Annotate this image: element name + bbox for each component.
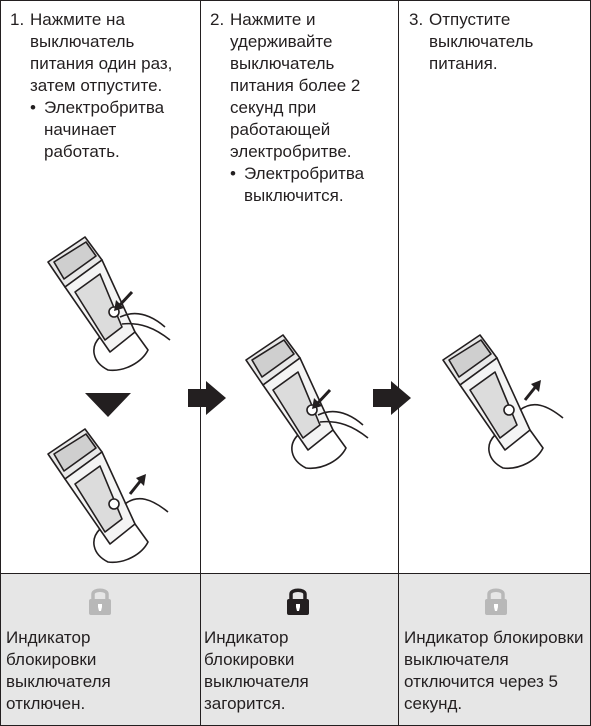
step-1: 1. Нажмите на выключатель питания один р… [10, 9, 195, 163]
column-divider-2 [398, 0, 399, 726]
step-number: 2. [210, 10, 225, 29]
lock-icon [89, 588, 111, 615]
bullet-symbol: • [30, 98, 36, 117]
lock-icon [287, 588, 309, 615]
column-divider-1 [200, 0, 201, 726]
bullet-symbol: • [230, 164, 236, 183]
arrow-right-icon [373, 381, 411, 415]
arrow-down-icon [85, 393, 131, 417]
indicator-text-3: Индикатор блокировки выключателя отключи… [404, 628, 584, 713]
indicator-row-background [0, 573, 591, 726]
step-3: 3. Отпустите выключатель питания. [409, 9, 579, 75]
step-instruction: Нажмите и удерживайте выключатель питани… [230, 10, 361, 161]
indicator-text-1: Индикатор блокировки выключателя отключе… [6, 628, 111, 713]
shaver-press-icon [245, 334, 369, 470]
row-divider [0, 573, 591, 574]
step-bullet: • Электробритва выключится. [230, 163, 393, 207]
arrow-right-icon [188, 381, 226, 415]
shaver-release-icon [442, 334, 564, 470]
step-number: 1. [10, 10, 25, 29]
shaver-press-icon [47, 236, 171, 372]
step-instruction: Отпустите выключатель питания. [429, 10, 534, 73]
lock-icon [485, 588, 507, 615]
shaver-release-icon [47, 428, 169, 564]
step-bullet-text: Электробритва выключится. [244, 164, 365, 205]
step-number: 3. [409, 10, 424, 29]
step-2: 2. Нажмите и удерживайте выключатель пит… [210, 9, 393, 207]
indicator-text-2: Индикатор блокировки выключателя загорит… [204, 628, 309, 713]
step-bullet-text: Электробритва начинает работать. [44, 98, 165, 161]
step-bullet: • Электробритва начинает работать. [30, 97, 195, 163]
step-instruction: Нажмите на выключатель питания один раз,… [30, 10, 173, 95]
